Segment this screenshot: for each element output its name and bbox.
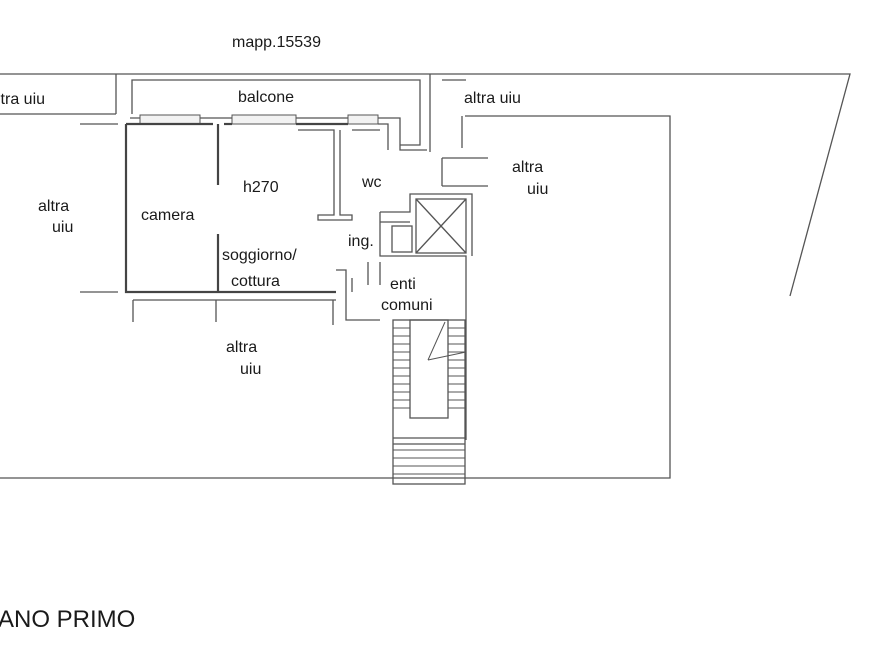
altra-uiu-right-label-1: altra bbox=[512, 159, 543, 176]
h270-label: h270 bbox=[243, 179, 279, 196]
altra-uiu-bottom-label-2: uiu bbox=[240, 361, 261, 378]
altra-uiu-bottom-label-1: altra bbox=[226, 339, 257, 356]
apartment-walls bbox=[124, 122, 389, 325]
cottura-label: cottura bbox=[231, 273, 280, 290]
ing-label: ing. bbox=[348, 233, 374, 250]
enti-label: enti bbox=[390, 276, 416, 293]
altra-uiu-right-label-2: uiu bbox=[527, 181, 548, 198]
building-outline bbox=[0, 73, 851, 479]
altra-uiu-top-left-label: ltra uiu bbox=[0, 91, 45, 108]
altra-uiu-top-right-label: altra uiu bbox=[464, 90, 521, 107]
floor-title: ANO PRIMO bbox=[0, 606, 135, 633]
balcone-label: balcone bbox=[238, 89, 294, 106]
comuni-label: comuni bbox=[381, 297, 433, 314]
wc-label: wc bbox=[361, 174, 382, 191]
balcony-outline bbox=[130, 74, 488, 187]
common-area-walls bbox=[367, 193, 473, 440]
parcel-label: mapp.15539 bbox=[232, 34, 321, 51]
staircase bbox=[392, 319, 467, 485]
soggiorno-label: soggiorno/ bbox=[222, 247, 297, 264]
altra-uiu-left-label-1: altra bbox=[38, 198, 69, 215]
altra-uiu-left-label-2: uiu bbox=[52, 219, 73, 236]
windows bbox=[139, 114, 379, 125]
camera-label: camera bbox=[141, 207, 194, 224]
